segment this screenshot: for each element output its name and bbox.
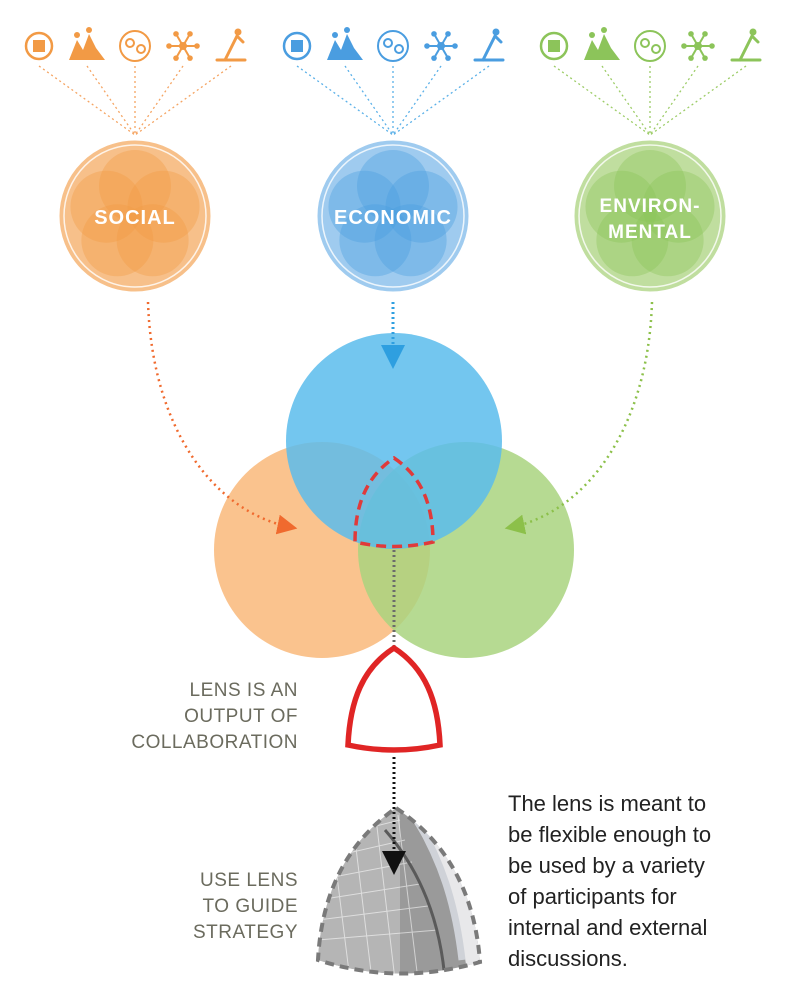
distribution-network-icon (730, 28, 762, 62)
environmental-arrow (504, 301, 654, 535)
lens-output-line-2: OUTPUT OF (184, 706, 298, 727)
venn-diagram (214, 333, 574, 658)
economic-fan-line (392, 65, 490, 136)
city-skyline-icon (473, 28, 505, 62)
description-line-4: of participants for (508, 884, 677, 909)
economic-icon-row (282, 27, 505, 62)
environmental-pillar-circle: ENVIRON- MENTAL (571, 137, 729, 295)
circuit-node-icon (634, 30, 666, 62)
icon-connector-lines (38, 65, 747, 136)
venn-circle-economic (286, 333, 502, 549)
social-icon-row (24, 27, 247, 62)
lens-output-label: LENS IS AN OUTPUT OF COLLABORATION (130, 678, 298, 756)
location-target-icon (327, 27, 363, 60)
green-home-icon (584, 27, 620, 60)
environmental-icon-row (539, 27, 762, 62)
economic-pillar-circle: ECONOMIC (314, 137, 472, 295)
lens-description: The lens is meant to be flexible enough … (508, 788, 758, 974)
diverse-faces-icon (119, 30, 151, 62)
social-arrow (146, 301, 298, 535)
people-circle-icon (24, 31, 54, 61)
description-line-6: discussions. (508, 946, 628, 971)
economic-fan-line (344, 65, 394, 136)
community-group-icon (69, 27, 105, 60)
social-fan-line (86, 65, 136, 136)
description-line-3: be used by a variety (508, 853, 705, 878)
environmental-label-line-2: MENTAL (608, 222, 692, 243)
strategy-label: USE LENS TO GUIDE STRATEGY (150, 868, 298, 946)
environmental-fan-line (553, 65, 651, 136)
economic-fan-line (392, 65, 442, 136)
lens-outline-dashed (353, 455, 435, 549)
environmental-fan-line (649, 65, 747, 136)
pillar-circles: SOCIAL ECONOMIC ENVIRON- MENTAL (56, 137, 729, 295)
water-drops-icon (681, 31, 715, 61)
growth-chart-icon (424, 31, 458, 61)
strategy-line-2: TO GUIDE (202, 896, 298, 917)
handshake-icon (377, 30, 409, 62)
network-people-icon (166, 31, 200, 61)
economic-label-line-1: ECONOMIC (334, 207, 452, 229)
environmental-fan-line (601, 65, 651, 136)
lens-output-line-3: COLLABORATION (131, 732, 298, 753)
sprout-icon (539, 31, 569, 61)
description-line-5: internal and external (508, 915, 708, 940)
lens-output-line-1: LENS IS AN (189, 680, 298, 701)
social-fan-line (134, 65, 232, 136)
social-pillar-circle: SOCIAL (56, 137, 214, 295)
lens-shape (345, 644, 443, 753)
description-line-1: The lens is meant to (508, 791, 707, 816)
strategy-line-3: STRATEGY (193, 922, 298, 943)
lens-map-image (315, 805, 483, 976)
economic-fan-line (296, 65, 394, 136)
environmental-label-line-1: ENVIRON- (600, 196, 701, 217)
social-fan-line (134, 65, 184, 136)
strategy-line-1: USE LENS (200, 870, 298, 891)
social-label-line-1: SOCIAL (94, 207, 176, 229)
performer-icon (215, 28, 247, 62)
person-path-icon (282, 31, 312, 61)
description-line-2: be flexible enough to (508, 822, 712, 847)
social-fan-line (38, 65, 136, 136)
environmental-fan-line (649, 65, 699, 136)
